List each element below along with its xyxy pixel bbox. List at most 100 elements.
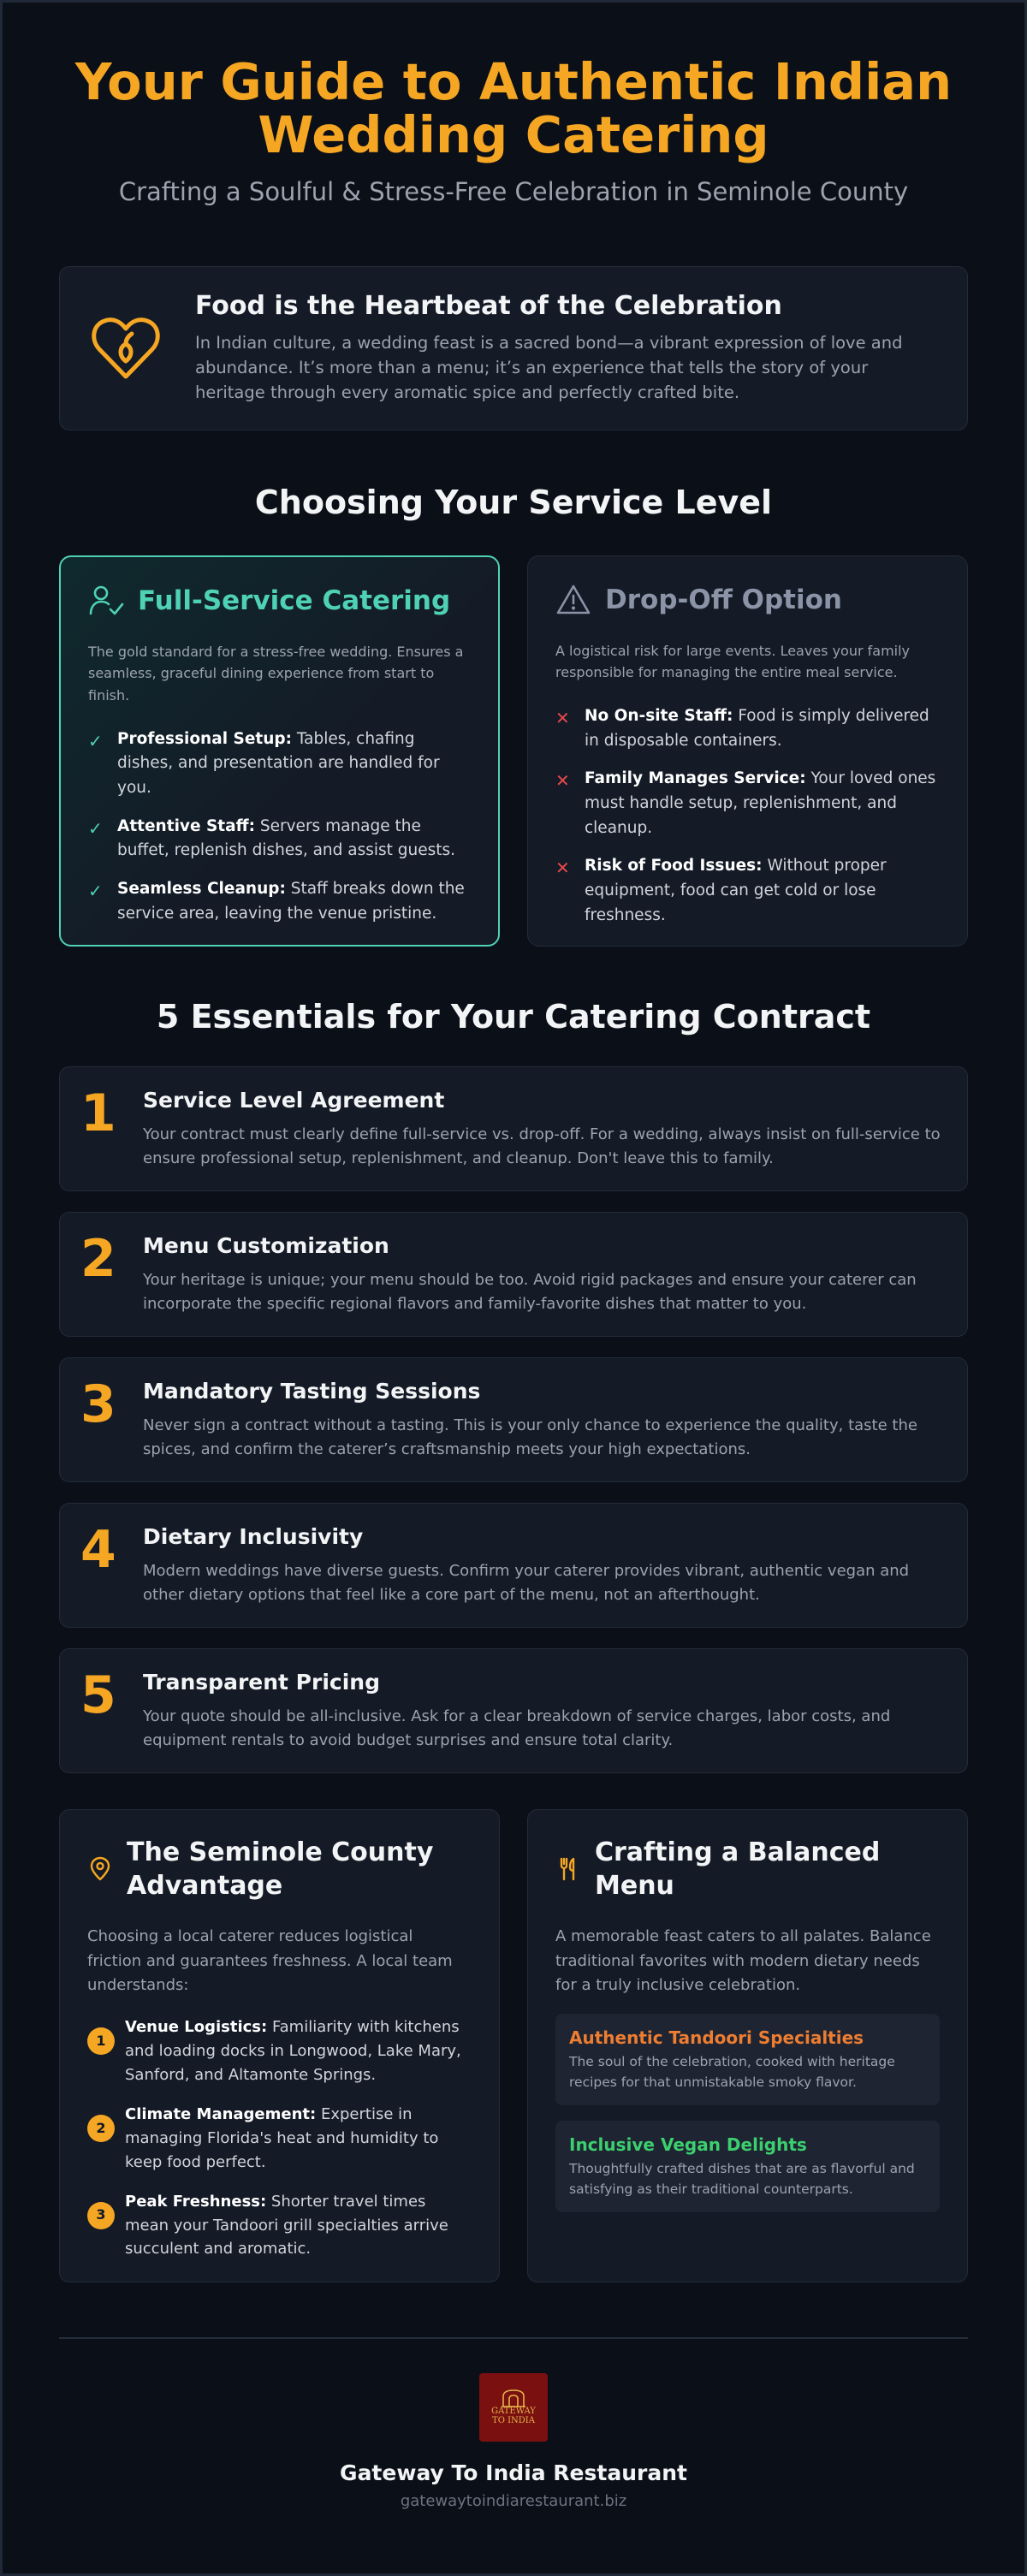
drop-off-lead: A logistical risk for large events. Leav… [555, 642, 911, 681]
essential-body: Your heritage is unique; your menu shoul… [143, 1270, 917, 1313]
item-term: Seamless Cleanup: [117, 880, 286, 899]
cross-icon: ✕ [555, 770, 570, 792]
essential-number: 4 [80, 1519, 116, 1580]
item-term: Family Manages Service: [585, 769, 806, 788]
item-text: Food is simply delivered in disposable c… [585, 707, 929, 750]
item-term: Risk of Food Issues: [585, 857, 763, 875]
essential-text: Service Level Agreement Your contract mu… [143, 1088, 947, 1170]
essentials-list: 1 Service Level Agreement Your contract … [59, 1065, 968, 1773]
bottom-row: The Seminole County Advantage Choosing a… [59, 1808, 968, 2282]
vegan-title: Inclusive Vegan Delights [569, 2134, 807, 2156]
item-term: Peak Freshness: [125, 2192, 267, 2211]
heart-icon [92, 317, 160, 379]
cross-icon: ✕ [555, 708, 570, 729]
list-item: ✓ Seamless Cleanup: Staff breaks down the… [88, 877, 471, 926]
tandoori-title: Authentic Tandoori Specialties [569, 2027, 864, 2049]
item-text: Servers manage the buffet, replenish dis… [117, 816, 456, 860]
drop-off-card: Drop-Off Option A logistical risk for la… [527, 555, 968, 947]
cross-icon: ✕ [555, 858, 570, 879]
essential-body: Modern weddings have diverse guests. Con… [143, 1561, 910, 1604]
content-wrapper: Your Guide to Authentic Indian Wedding C… [59, 3, 968, 2510]
footer-divider [59, 2336, 968, 2339]
footer: GATEWAY TO INDIA Gateway To India Restau… [59, 2372, 968, 2510]
gateway-arch-icon [502, 2389, 525, 2408]
seminole-list: 1 Venue Logistics: Familiarity with kitc… [87, 2015, 472, 2261]
map-pin-icon [90, 1856, 110, 1881]
essential-item: 3 Mandatory Tasting Sessions Never sign … [59, 1356, 968, 1482]
tandoori-box: Authentic Tandoori Specialties The soul … [555, 2014, 940, 2106]
number-badge: 1 [87, 2027, 115, 2056]
logo-text-line1: GATEWAY [491, 2407, 536, 2417]
essential-body: Your contract must clearly define full-s… [143, 1125, 941, 1167]
page-title-line1: Your Guide to Authentic Indian [74, 52, 953, 111]
seminole-header: The Seminole County Advantage [87, 1836, 472, 1902]
utensils-icon [560, 1857, 575, 1881]
full-service-lead: The gold standard for a stress-free wedd… [88, 643, 464, 704]
essential-text: Mandatory Tasting Sessions Never sign a … [143, 1379, 947, 1461]
essential-text: Dietary Inclusivity Modern weddings have… [143, 1524, 947, 1606]
essential-number: 1 [80, 1083, 116, 1143]
item-term: No On-site Staff: [585, 707, 733, 726]
service-level-row: Full-Service Catering The gold standard … [59, 555, 968, 947]
vegan-box: Inclusive Vegan Delights Thoughtfully cr… [555, 2121, 940, 2213]
heartbeat-card: Food is the Heartbeat of the Celebration… [59, 265, 968, 430]
vegan-body: Thoughtfully crafted dishes that are as … [569, 2161, 915, 2198]
seminole-title: The Seminole County Advantage [127, 1837, 434, 1901]
page-subtitle: Crafting a Soulful & Stress-Free Celebra… [118, 176, 909, 206]
drop-off-title: Drop-Off Option [605, 584, 842, 615]
item-text: Tables, chafing dishes, and presentation… [117, 729, 440, 797]
item-text: Staff breaks down the service area, leav… [117, 880, 465, 923]
heartbeat-body: In Indian culture, a wedding feast is a … [195, 333, 903, 402]
list-item: ✓ Professional Setup: Tables, chafing dis… [88, 727, 471, 801]
item-text: Expertise in managing Florida's heat and… [125, 2104, 439, 2171]
check-icon: ✓ [88, 817, 103, 839]
essentials-title: 5 Essentials for Your Catering Contract [156, 997, 871, 1036]
warning-icon [556, 585, 591, 614]
item-text: Without proper equipment, food can get c… [585, 857, 887, 924]
essential-number: 3 [80, 1374, 116, 1434]
number-badge: 3 [87, 2201, 115, 2229]
list-item: ✓Attentive Staff: Servers manage the buf… [88, 815, 471, 864]
full-service-card: Full-Service Catering The gold standard … [59, 555, 500, 947]
full-service-title: Full-Service Catering [138, 585, 451, 616]
number-badge: 2 [87, 2114, 115, 2142]
list-item: 3 Peak Freshness: Shorter travel times m… [87, 2190, 472, 2262]
drop-off-list: ✕ No On-site Staff: Food is simply delive… [555, 704, 940, 928]
item-term: Professional Setup: [117, 729, 293, 748]
essential-item: 5 Transparent Pricing Your quote should … [59, 1647, 968, 1773]
essential-number: 2 [80, 1228, 116, 1289]
logo-text-line2: TO INDIA [492, 2415, 535, 2425]
hero-header: Your Guide to Authentic Indian Wedding C… [59, 3, 968, 206]
essential-body: Never sign a contract without a tasting.… [143, 1416, 917, 1458]
drop-off-header: Drop-Off Option [555, 582, 940, 618]
list-item: 2 Climate Management: Expertise in manag… [87, 2103, 472, 2175]
seminole-card: The Seminole County Advantage Choosing a… [59, 1808, 500, 2282]
item-text: Your loved ones must handle setup, reple… [585, 769, 936, 837]
list-item: 1 Venue Logistics: Familiarity with kitc… [87, 2015, 472, 2087]
page-title: Your Guide to Authentic Indian Wedding C… [59, 56, 968, 162]
page-title-line2: Wedding Catering [258, 104, 769, 164]
restaurant-name: Gateway To India Restaurant [340, 2460, 687, 2485]
list-item: ✕ Family Manages Service: Your loved ones… [555, 767, 940, 840]
service-level-title: Choosing Your Service Level [254, 483, 773, 521]
essential-text: Menu Customization Your heritage is uniq… [143, 1233, 947, 1315]
essential-title: Menu Customization [143, 1232, 389, 1258]
essential-title: Service Level Agreement [143, 1087, 445, 1113]
balanced-menu-lead: A memorable feast caters to all palates.… [555, 1926, 931, 1995]
essential-body: Your quote should be all-inclusive. Ask … [143, 1706, 891, 1749]
balanced-menu-header: Crafting a Balanced Menu [555, 1836, 940, 1902]
check-icon: ✓ [88, 730, 103, 751]
item-term: Venue Logistics: [125, 2018, 268, 2037]
balanced-menu-title: Crafting a Balanced Menu [595, 1837, 881, 1901]
full-service-header: Full-Service Catering [88, 583, 471, 619]
essential-title: Transparent Pricing [143, 1669, 380, 1695]
full-service-list: ✓ Professional Setup: Tables, chafing dis… [88, 727, 471, 927]
essential-number: 5 [80, 1665, 116, 1725]
restaurant-url: gatewaytoindiarestaurant.biz [400, 2491, 627, 2510]
check-icon: ✓ [88, 881, 103, 902]
item-text: Shorter travel times mean your Tandoori … [125, 2192, 448, 2258]
item-term: Climate Management: [125, 2104, 317, 2123]
seminole-lead: Choosing a local caterer reduces logisti… [87, 1926, 453, 1995]
list-item: ✕ Risk of Food Issues: Without proper equ… [555, 854, 940, 928]
